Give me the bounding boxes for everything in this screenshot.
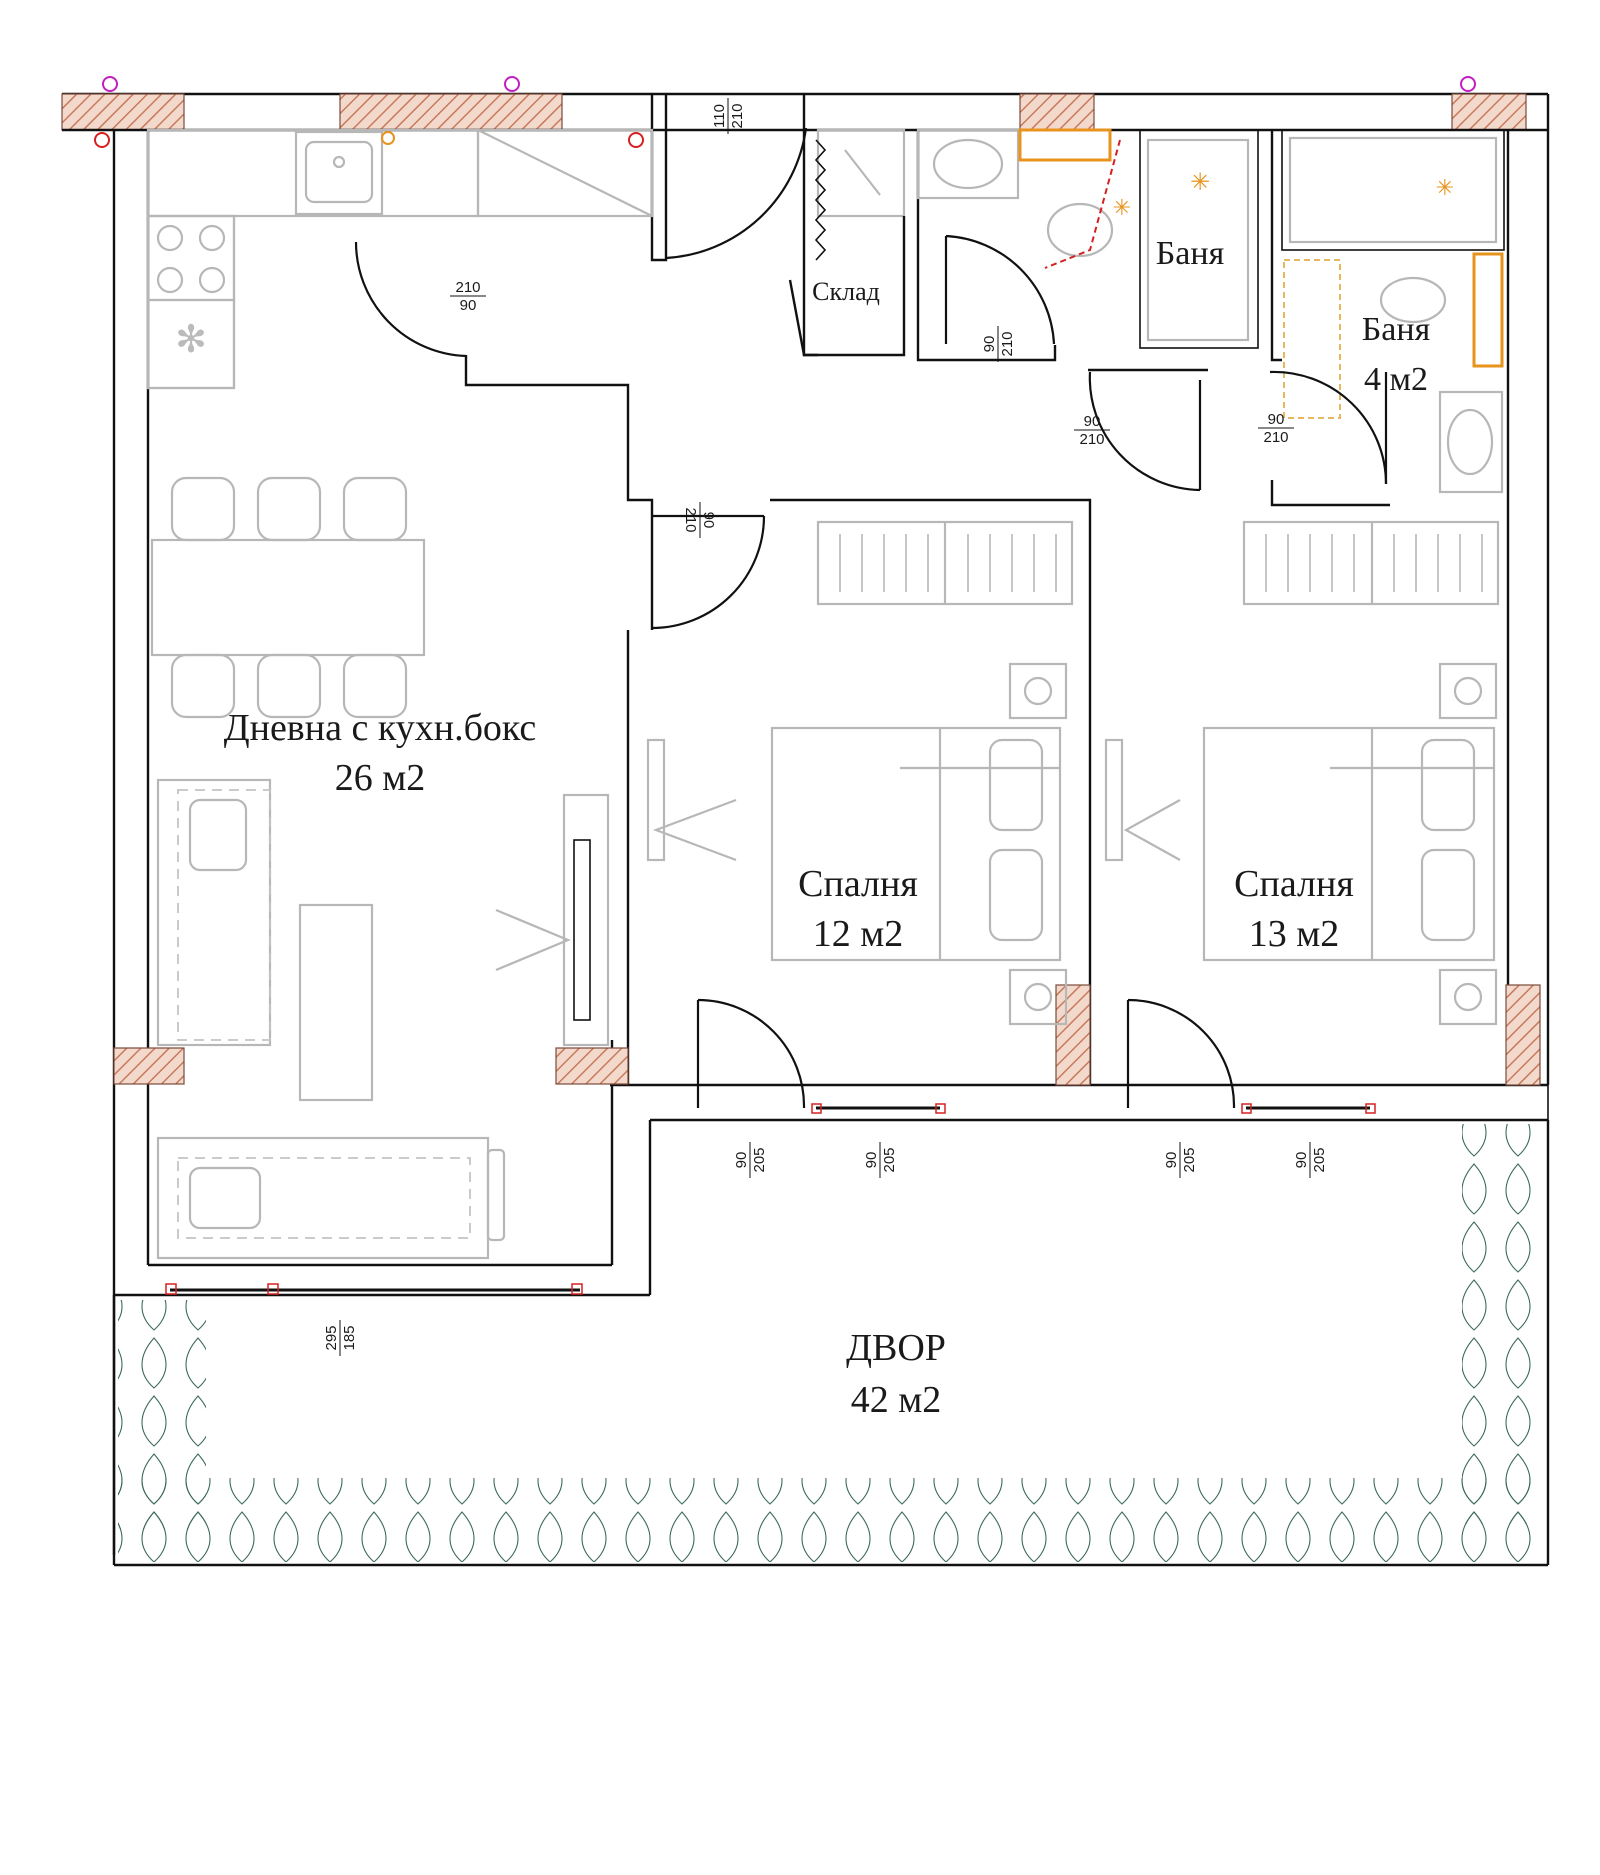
room-label-bedroom-2: Спалня 13 м2 [1234,863,1354,955]
svg-text:210: 210 [1079,431,1104,448]
svg-text:Спалня: Спалня [798,863,918,905]
sink-icon [294,130,384,216]
room-label-living: Дневна с кухн.бокс 26 м2 [224,707,537,799]
dimension-label: 90 205 [733,1142,768,1178]
svg-text:90: 90 [863,1152,880,1169]
svg-text:Баня: Баня [1156,235,1225,272]
yard-boundary [112,1120,1550,1567]
svg-text:✳: ✳ [1190,168,1210,196]
wall-pier [1451,93,1527,131]
svg-text:205: 205 [881,1147,898,1172]
room-label-storage: Склад [812,277,880,306]
dimension-label: 90 210 [1074,413,1110,448]
outlet-icon [381,131,395,145]
bathroom-1-fixtures: ✳ ✳ [916,128,1259,349]
bed-bedroom-1 [646,662,1068,1026]
svg-text:Дневна с кухн.бокс: Дневна с кухн.бокс [224,707,537,749]
svg-text:42 м2: 42 м2 [851,1379,942,1421]
svg-text:210: 210 [682,507,699,532]
toilet-icon [1046,202,1114,258]
fridge-icon [146,298,236,390]
wall-pier [1019,93,1095,131]
svg-text:210: 210 [999,331,1016,356]
storage-shelves [788,128,906,357]
svg-text:4 м2: 4 м2 [1364,361,1428,398]
interior-walls [113,94,1549,1565]
room-label-bath-1: Баня [1156,235,1225,272]
sink-icon [916,128,1020,200]
svg-text:210: 210 [729,103,746,128]
svg-text:90: 90 [460,297,477,314]
wall-pier [339,93,563,131]
svg-text:205: 205 [1311,1147,1328,1172]
svg-text:295: 295 [323,1325,340,1350]
svg-text:90: 90 [733,1152,750,1169]
svg-text:90: 90 [700,512,717,529]
dimension-label: 90 205 [1163,1142,1198,1178]
wardrobe-bedroom-1 [816,520,1074,606]
doors [354,127,1388,1109]
svg-text:90: 90 [1293,1152,1310,1169]
hedge-right [1462,1124,1546,1524]
chair-icon [170,476,408,719]
svg-text:Склад: Склад [812,277,880,306]
svg-text:Баня: Баня [1362,311,1431,348]
toilet-icon [1379,276,1447,324]
svg-text:90: 90 [1084,413,1101,430]
sink-icon [1438,390,1504,494]
utility-markers [94,76,1476,148]
svg-text:90: 90 [981,336,998,353]
dimension-label: 295 185 [323,1320,358,1356]
svg-text:✻: ✻ [175,317,207,361]
svg-text:185: 185 [341,1325,358,1350]
svg-text:12 м2: 12 м2 [813,913,904,955]
svg-text:26 м2: 26 м2 [335,757,426,799]
room-label-bath-2: Баня 4 м2 [1362,311,1431,398]
dimension-label: 210 90 [450,279,486,314]
dimension-label: 90 205 [863,1142,898,1178]
svg-text:210: 210 [455,279,480,296]
svg-text:90: 90 [1163,1152,1180,1169]
dimension-labels: 110 210 210 90 90 210 90 210 90 210 90 2… [323,98,1328,1356]
wall-pier [1055,984,1091,1086]
svg-text:205: 205 [751,1147,768,1172]
room-label-yard: ДВОР 42 м2 [846,1327,946,1421]
svg-text:90: 90 [1268,411,1285,428]
svg-text:13 м2: 13 м2 [1249,913,1340,955]
dining-table [150,476,426,719]
dimension-label: 90 210 [682,502,717,538]
svg-text:110: 110 [711,104,728,128]
svg-text:ДВОР: ДВОР [846,1327,946,1369]
dimension-label: 90 210 [1258,411,1294,446]
dimension-label: 90 205 [1293,1142,1328,1178]
svg-text:✳: ✳ [1113,196,1131,221]
windows [165,1103,1376,1295]
svg-text:Спалня: Спалня [1234,863,1354,905]
wardrobe-bedroom-2 [1242,520,1500,606]
tv-unit [562,793,610,1047]
svg-text:210: 210 [1263,429,1288,446]
svg-text:✳: ✳ [1436,176,1454,201]
room-label-bedroom-1: Спалня 12 м2 [798,863,918,955]
dimension-label: 110 210 [711,98,746,134]
wall-pier [61,93,185,131]
svg-text:205: 205 [1181,1147,1198,1172]
coffee-table [298,903,374,1102]
room-labels: Дневна с кухн.бокс 26 м2 Склад Баня Баня… [224,235,1431,1421]
bathroom-2-fixtures: ✳ [1281,129,1505,494]
hedge-bottom [118,1478,1544,1562]
bed-bedroom-2 [1104,662,1498,1026]
kitchen-counter: ✻ [146,128,654,390]
sofa [156,778,610,1260]
wall-pier [113,1047,185,1085]
wall-pier [555,1047,629,1085]
dimension-label: 90 210 [981,326,1016,362]
wall-pier [1505,984,1541,1086]
